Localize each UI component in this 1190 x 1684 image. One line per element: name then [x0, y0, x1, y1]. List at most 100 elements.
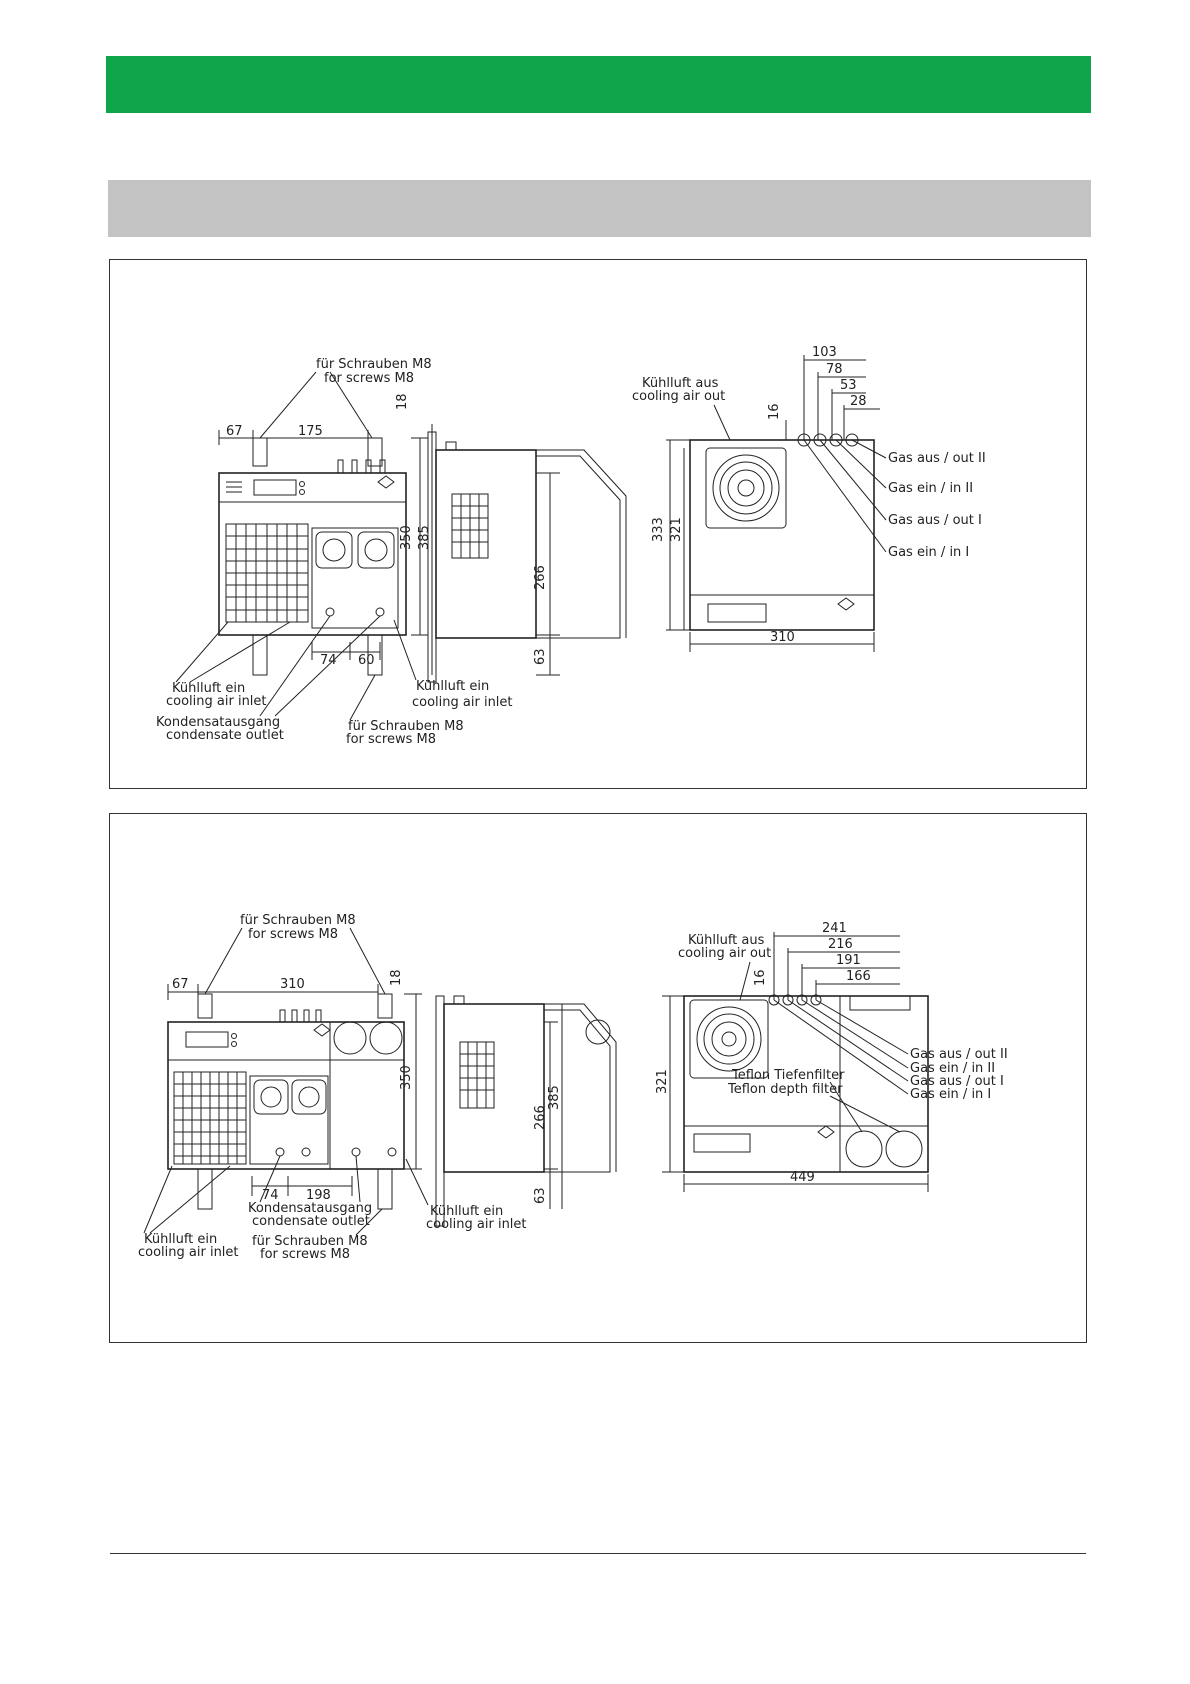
fan-grille-icon [689, 999, 769, 1079]
pump-panel [311, 527, 399, 629]
dim-385: 385 [547, 1085, 562, 1110]
fan-grille-icon [225, 523, 309, 623]
label-condensate-de: Kondensatausgang [156, 715, 280, 730]
dim-103: 103 [812, 345, 837, 360]
dim-266: 266 [533, 1105, 548, 1130]
dim-191: 191 [836, 953, 861, 968]
pump-panel [249, 1075, 329, 1165]
dim-175: 175 [298, 424, 323, 439]
dimension-drawing-2: 67 310 18 350 74 198 für Schrauben M8 fo… [138, 913, 1008, 1262]
label-cooling-in-left-en: cooling air inlet [166, 694, 267, 709]
label-teflon-en: Teflon depth filter [727, 1082, 843, 1097]
dim-350: 350 [399, 1065, 414, 1090]
filter-canister-icon [845, 1130, 923, 1168]
logo-diamond-icon [313, 1023, 331, 1037]
dim-67: 67 [226, 424, 243, 439]
label-screws-bottom-de: für Schrauben M8 [348, 719, 464, 734]
dim-60: 60 [358, 653, 375, 668]
mounting-bracket-left [197, 993, 213, 1019]
mounting-foot-left [252, 634, 268, 676]
dim-310: 310 [280, 977, 305, 992]
mounting-bracket-right [367, 437, 383, 467]
front-body [167, 1021, 405, 1170]
dim-321: 321 [655, 1069, 670, 1094]
label-screws-top-de: für Schrauben M8 [240, 913, 356, 928]
section-gray-bar [108, 180, 1091, 237]
rear-body [689, 439, 875, 631]
label-screws-top-en: for screws M8 [248, 927, 338, 942]
label-condensate-en: condensate outlet [252, 1214, 370, 1229]
dim-16: 16 [767, 403, 782, 420]
filter-canister-icon [585, 1019, 611, 1045]
label-cooling-in-right-en: cooling air inlet [426, 1217, 527, 1232]
label-gas-out-2: Gas aus / out II [910, 1047, 1008, 1062]
dim-18: 18 [395, 393, 410, 410]
dim-449: 449 [790, 1170, 815, 1185]
label-gas-in-2: Gas ein / in II [888, 481, 973, 496]
side-mount-plate [435, 995, 445, 1227]
side-body [443, 1003, 545, 1173]
label-gas-out-1: Gas aus / out I [888, 513, 982, 528]
label-gas-in-1: Gas ein / in I [910, 1087, 991, 1102]
label-gas-in-2: Gas ein / in II [910, 1061, 995, 1076]
label-cooling-in-left-de: Kühlluft ein [172, 681, 245, 696]
dim-350: 350 [399, 525, 414, 550]
label-cooling-out-en: cooling air out [678, 946, 771, 961]
dim-385: 385 [417, 525, 432, 550]
dim-333: 333 [651, 517, 666, 542]
dim-63: 63 [533, 648, 548, 665]
label-cooling-in-right-de: Kühlluft ein [430, 1204, 503, 1219]
fan-grille-icon [459, 1041, 495, 1109]
label-cooling-in-left-de: Kühlluft ein [144, 1232, 217, 1247]
label-gas-out-2: Gas aus / out II [888, 451, 986, 466]
dim-310: 310 [770, 630, 795, 645]
filter-canister-icon [333, 1021, 403, 1055]
dim-16: 16 [753, 969, 768, 986]
label-screws-bottom-en: for screws M8 [346, 732, 436, 747]
display-panel [185, 1031, 229, 1048]
label-cooling-in-left-en: cooling air inlet [138, 1245, 239, 1260]
label-gas-out-1: Gas aus / out I [910, 1074, 1004, 1089]
front-body [218, 472, 407, 636]
dim-18: 18 [389, 969, 404, 986]
mounting-bracket-left [252, 437, 268, 467]
mounting-foot-right [377, 1168, 393, 1210]
rear-display-panel [707, 603, 767, 623]
pump-head-icon [253, 1079, 327, 1115]
drawing-frame-2: 67 310 18 350 74 198 für Schrauben M8 fo… [109, 813, 1087, 1343]
label-cooling-in-right-en: cooling air inlet [412, 695, 513, 710]
dim-53: 53 [840, 378, 857, 393]
dim-216: 216 [828, 937, 853, 952]
logo-diamond-icon [377, 475, 395, 489]
fan-grille-icon [705, 447, 787, 529]
label-cooling-out-en: cooling air out [632, 389, 725, 404]
label-teflon-de: Teflon Tiefenfilter [731, 1068, 845, 1083]
label-condensate-de: Kondensatausgang [248, 1201, 372, 1216]
label-screws-bottom-de: für Schrauben M8 [252, 1234, 368, 1249]
label-cooling-out-de: Kühlluft aus [688, 933, 765, 948]
side-body [435, 449, 537, 639]
fan-grille-icon [173, 1071, 247, 1165]
label-cooling-in-right-de: Kühlluft ein [416, 679, 489, 694]
drawing-frame-1: 67 175 18 350 385 74 60 für Schrauben M8… [109, 259, 1087, 789]
mounting-bracket-right [377, 993, 393, 1019]
display-panel [253, 479, 297, 496]
dim-74: 74 [262, 1188, 279, 1203]
logo-diamond-icon [817, 1125, 835, 1139]
label-screws-top-en: for screws M8 [324, 371, 414, 386]
rear-display-panel [693, 1133, 751, 1153]
label-screws-bottom-en: for screws M8 [260, 1247, 350, 1262]
dim-78: 78 [826, 362, 843, 377]
pump-head-icon [315, 531, 395, 569]
dim-74: 74 [320, 653, 337, 668]
label-cooling-out-de: Kühlluft aus [642, 376, 719, 391]
gas-port-icon [337, 459, 386, 474]
dim-241: 241 [822, 921, 847, 936]
logo-diamond-icon [837, 597, 855, 611]
label-screws-top-de: für Schrauben M8 [316, 357, 432, 372]
dim-321: 321 [669, 517, 684, 542]
dim-166: 166 [846, 969, 871, 984]
label-condensate-en: condensate outlet [166, 728, 284, 743]
label-gas-in-1: Gas ein / in I [888, 545, 969, 560]
footer-rule [110, 1553, 1086, 1554]
